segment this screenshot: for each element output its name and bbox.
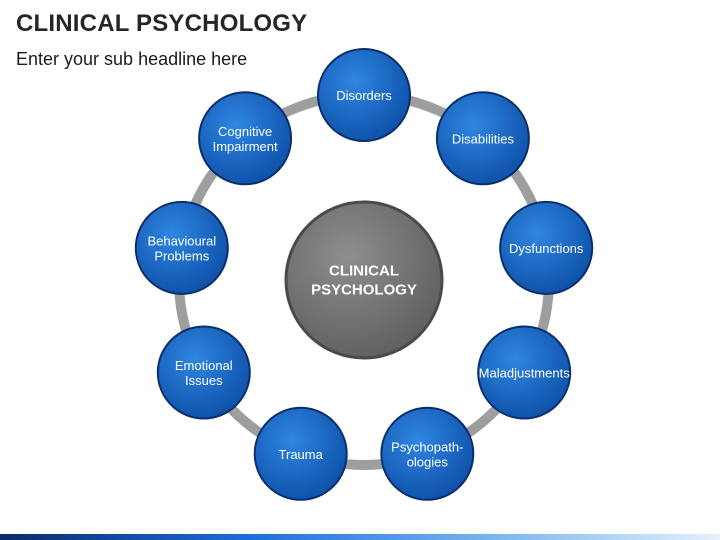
page-subtitle: Enter your sub headline here <box>16 49 248 69</box>
node-maladjustments: Maladjustments <box>477 325 572 420</box>
node-circle <box>317 48 411 142</box>
node-circle <box>198 91 293 186</box>
node-label: Trauma <box>279 447 324 462</box>
node-disorders: Disorders <box>317 48 411 142</box>
node-circle <box>435 91 530 186</box>
node-disabilities: Disabilities <box>435 91 530 186</box>
node-circle <box>253 406 348 501</box>
center-circle <box>284 200 444 360</box>
node-circle <box>499 200 594 295</box>
node-circle <box>380 406 475 501</box>
footer-accent-bar <box>0 534 720 540</box>
node-label: Disorders <box>336 88 392 103</box>
node-label: Dysfunctions <box>509 241 584 256</box>
node-label: Maladjustments <box>479 366 571 381</box>
node-label: Psychopath-ologies <box>391 439 463 469</box>
node-trauma: Trauma <box>253 406 348 501</box>
page-title: CLINICAL PSYCHOLOGY <box>16 10 308 37</box>
node-circle <box>156 325 251 420</box>
node-dysfunctions: Dysfunctions <box>499 200 594 295</box>
node-circle <box>134 200 229 295</box>
node-circle <box>477 325 572 420</box>
node-label: Disabilities <box>452 131 515 146</box>
node-psychopathologies: Psychopath-ologies <box>380 406 475 501</box>
